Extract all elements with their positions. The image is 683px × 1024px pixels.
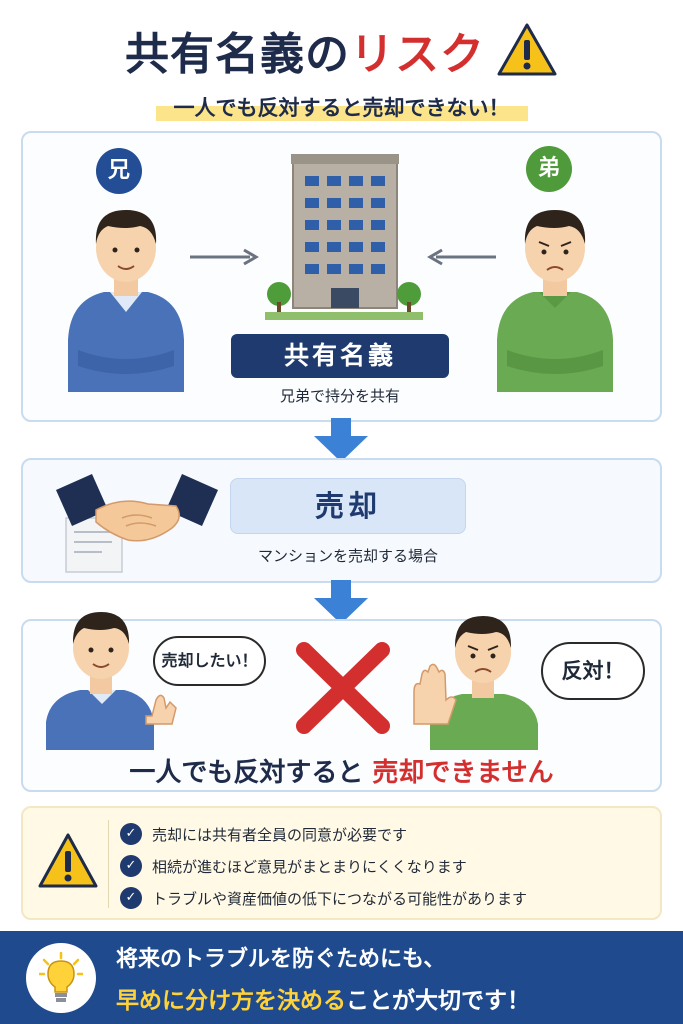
note-text: トラブルや資産価値の低下につながる可能性があります xyxy=(152,889,528,908)
sale-label: 売却 xyxy=(230,478,466,534)
lightbulb-icon xyxy=(39,952,83,1002)
footer-highlight: 早めに分け方を決める xyxy=(116,988,346,1014)
speech-bubble-want-to-sell: 売却したい！ xyxy=(153,636,266,686)
list-item: ✓ トラブルや資産価値の低下につながる可能性があります xyxy=(120,882,650,914)
header: 共有名義のリスク xyxy=(0,18,683,88)
note-text: 相続が進むほど意見がまとまりにくくなります xyxy=(152,857,467,876)
title-main: 共有名義の xyxy=(124,29,350,80)
arrow-right-icon xyxy=(190,248,259,266)
result-prefix: 一人でも反対すると xyxy=(129,758,364,788)
check-icon: ✓ xyxy=(120,855,142,877)
result-statement: 一人でも反対すると 売却できません xyxy=(0,752,683,789)
check-icon: ✓ xyxy=(120,887,142,909)
note-text: 売却には共有者全員の同意が必要です xyxy=(152,825,408,844)
older-brother-illustration xyxy=(68,210,184,392)
lightbulb-badge xyxy=(26,943,96,1013)
check-icon: ✓ xyxy=(120,823,142,845)
co-ownership-label: 共有名義 xyxy=(231,334,449,378)
arrow-down-icon xyxy=(314,580,368,624)
co-ownership-caption: 兄弟で持分を共有 xyxy=(279,387,400,405)
footer-line-1: 将来のトラブルを防ぐためにも、 xyxy=(116,947,446,972)
subtitle-wrap: 一人でも反対すると売却できない！ xyxy=(0,88,683,124)
cross-icon xyxy=(296,642,390,734)
list-item: ✓ 相続が進むほど意見がまとまりにくくなります xyxy=(120,850,650,882)
page-title: 共有名義のリスク xyxy=(125,18,485,82)
badge-younger-brother: 弟 xyxy=(526,146,572,192)
result-red: 売却できません xyxy=(372,758,554,788)
younger-brother-refusing-illustration xyxy=(413,616,538,750)
badge-older-brother: 兄 xyxy=(96,148,142,194)
notes-list: ✓ 売却には共有者全員の同意が必要です ✓ 相続が進むほど意見がまとまりにくくな… xyxy=(120,818,650,914)
footer-line-2-rest: ことが大切です！ xyxy=(346,988,530,1014)
arrow-left-icon xyxy=(427,248,496,266)
younger-brother-illustration xyxy=(497,210,613,392)
building-icon xyxy=(265,154,423,320)
older-brother-thumbs-up-illustration xyxy=(46,612,177,750)
arrow-down-icon xyxy=(314,418,368,462)
footer-line-2: 早めに分け方を決めることが大切です！ xyxy=(116,981,530,1015)
sale-caption: マンションを売却する場合 xyxy=(257,547,438,565)
title-accent: リスク xyxy=(349,29,485,80)
speech-bubble-oppose: 反対！ xyxy=(541,642,645,700)
subtitle: 一人でも反対すると売却できない！ xyxy=(155,88,528,124)
warning-icon xyxy=(497,23,557,76)
warning-icon xyxy=(38,833,98,888)
notes-divider xyxy=(108,820,109,908)
list-item: ✓ 売却には共有者全員の同意が必要です xyxy=(120,818,650,850)
handshake-icon xyxy=(56,474,218,573)
footer-banner: 将来のトラブルを防ぐためにも、 早めに分け方を決めることが大切です！ xyxy=(0,931,683,1024)
